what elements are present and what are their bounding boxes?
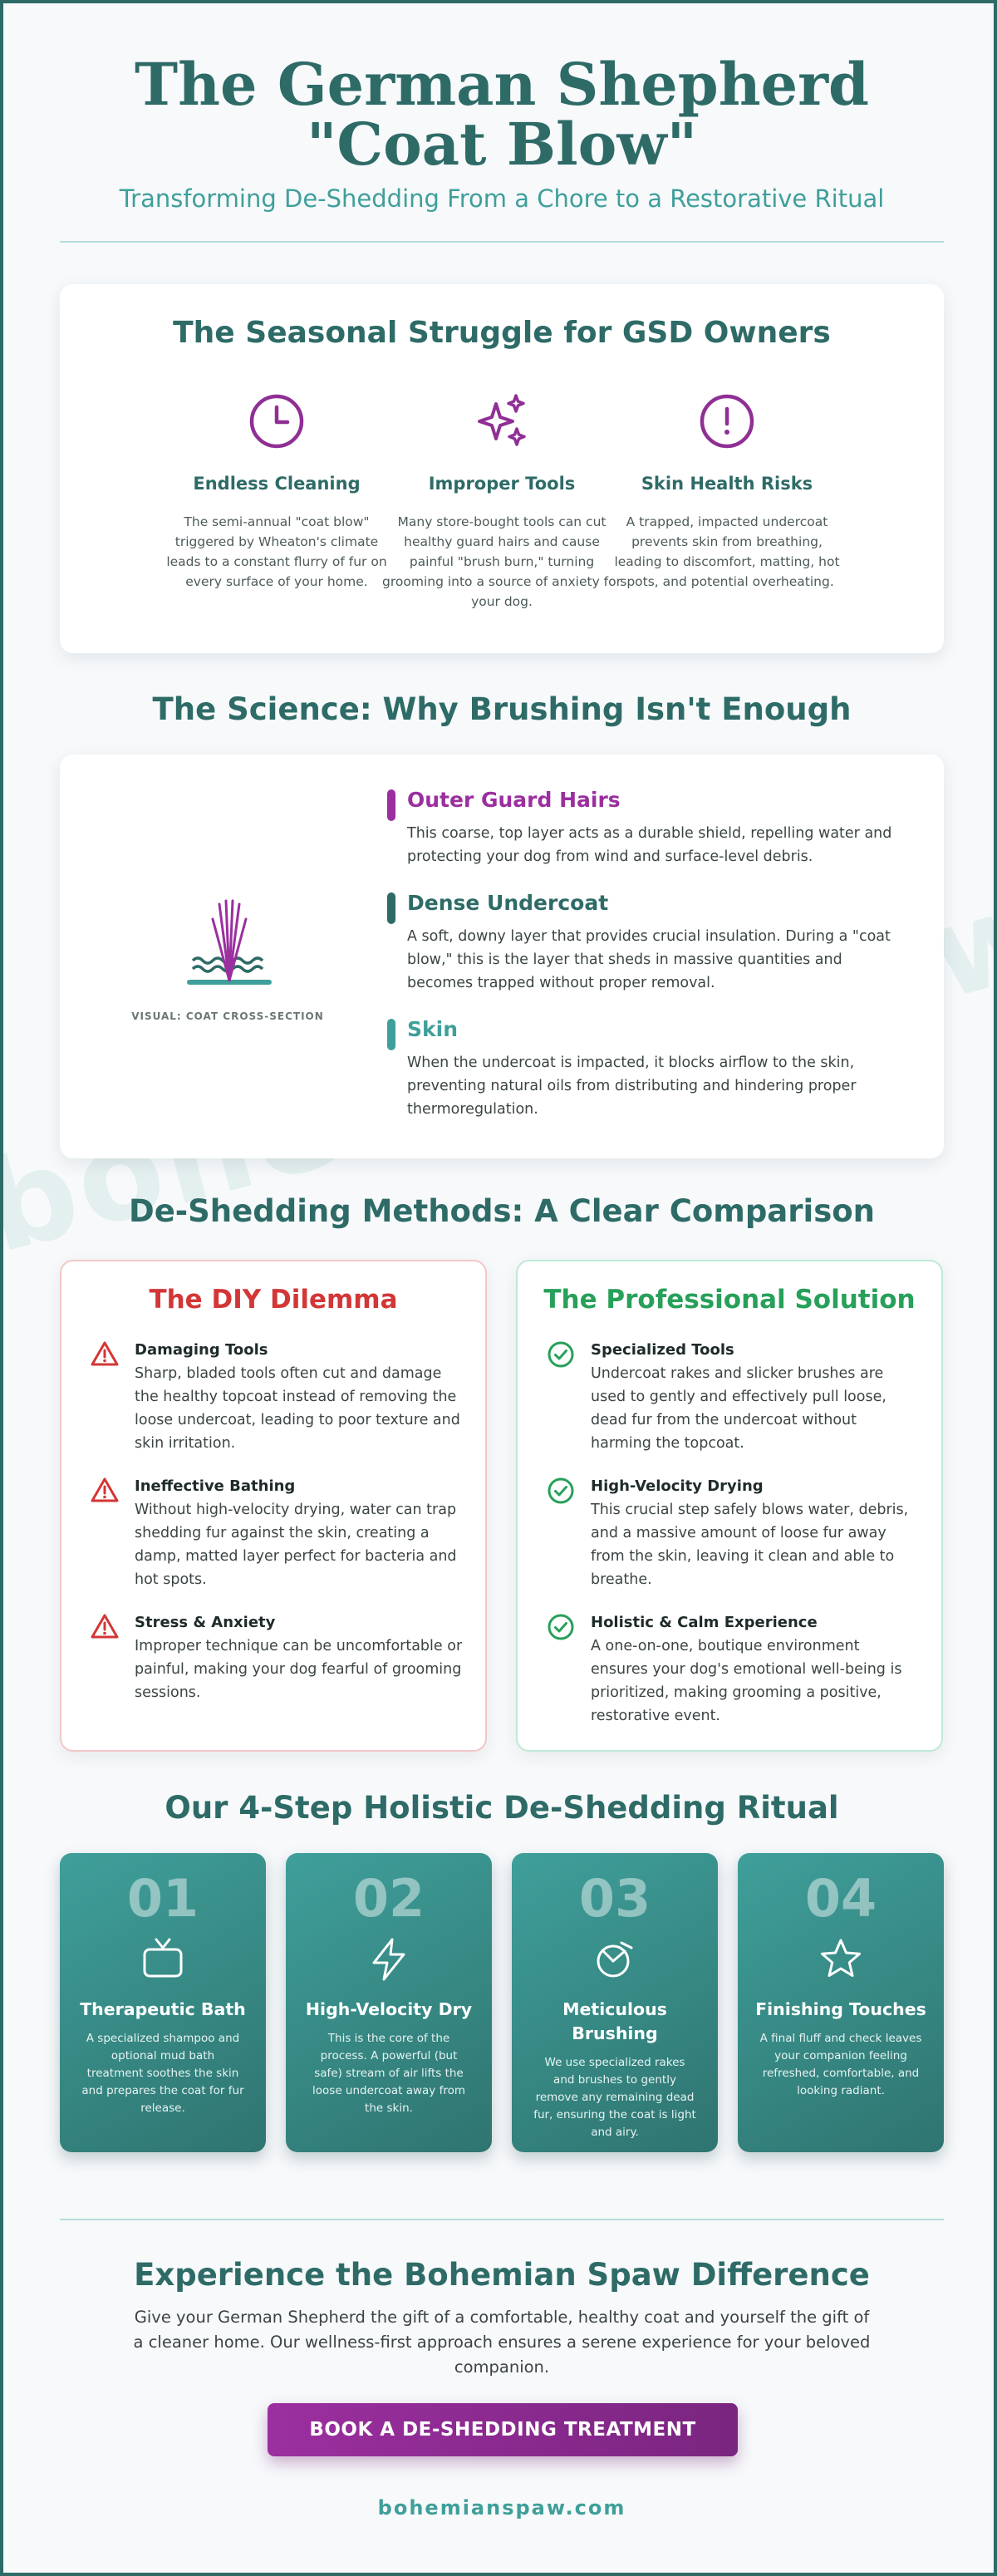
step-number: 03	[578, 1868, 651, 1929]
coat-cross-section-illustration	[179, 894, 279, 994]
diy-item: Stress & Anxiety Improper technique can …	[90, 1614, 464, 1704]
step-card-finishing: 04 Finishing Touches A final fluff and c…	[738, 1853, 944, 2152]
struggle-item-text: A trapped, impacted undercoat prevents s…	[614, 514, 840, 589]
step-text: A final fluff and check leaves your comp…	[759, 2032, 922, 2097]
alert-circle-icon	[698, 392, 756, 450]
cta-text: Give your German Shepherd the gift of a …	[133, 2308, 871, 2377]
pro-item-text: A one-on-one, boutique environment ensur…	[591, 1638, 902, 1724]
diy-card: The DIY Dilemma Damaging Tools Sharp, bl…	[60, 1260, 487, 1752]
diy-item-text: Sharp, bladed tools often cut and damage…	[135, 1365, 460, 1452]
layer-title: Skin	[407, 1017, 458, 1041]
science-heading: The Science: Why Brushing Isn't Enough	[152, 691, 852, 727]
cta-divider	[60, 2219, 944, 2220]
ritual-heading: Our 4-Step Holistic De-Shedding Ritual	[165, 1790, 839, 1826]
step-number: 02	[352, 1868, 425, 1929]
tv-icon	[140, 1936, 186, 1983]
step-number: 04	[804, 1868, 877, 1929]
page-subtitle: Transforming De-Shedding From a Chore to…	[119, 184, 885, 213]
layer-skin: Skin When the undercoat is impacted, it …	[387, 1017, 911, 1121]
diy-item-title: Ineffective Bathing	[135, 1477, 296, 1495]
check-circle-icon	[546, 1340, 576, 1369]
struggle-item-text: Many store-bought tools can cut healthy …	[382, 514, 621, 609]
struggle-card: The Seasonal Struggle for GSD Owners End…	[60, 284, 944, 653]
diy-item: Damaging Tools Sharp, bladed tools often…	[90, 1341, 464, 1455]
diy-item-title: Stress & Anxiety	[135, 1614, 276, 1631]
layer-text: This coarse, top layer acts as a durable…	[407, 825, 892, 865]
struggle-item-skin: Skin Health Risks A trapped, impacted un…	[607, 392, 847, 592]
layer-text: A soft, downy layer that provides crucia…	[407, 928, 891, 991]
step-text: A specialized shampoo and optional mud b…	[81, 2032, 244, 2115]
pro-item-text: This crucial step safely blows water, de…	[591, 1502, 909, 1588]
pro-item: Specialized Tools Undercoat rakes and sl…	[546, 1341, 920, 1455]
step-title: High-Velocity Dry	[305, 1999, 473, 2019]
step-title: Meticulous Brushing	[562, 1999, 667, 2043]
book-treatment-button[interactable]: BOOK A DE-SHEDDING TREATMENT	[268, 2403, 738, 2456]
layer-accent-bar	[387, 789, 395, 821]
step-card-bath: 01 Therapeutic Bath A specialized shampo…	[60, 1853, 266, 2152]
step-number: 01	[126, 1868, 199, 1929]
layer-accent-bar	[387, 1019, 395, 1050]
struggle-item-text: The semi-annual "coat blow" triggered by…	[166, 514, 387, 589]
struggle-item-tools: Improper Tools Many store-bought tools c…	[381, 392, 622, 612]
layer-dense-undercoat: Dense Undercoat A soft, downy layer that…	[387, 891, 911, 995]
clock-icon	[248, 392, 306, 450]
pro-card: The Professional Solution Specialized To…	[516, 1260, 943, 1752]
step-text: We use specialized rakes and brushes to …	[533, 2056, 696, 2139]
diy-item-text: Without high-velocity drying, water can …	[135, 1502, 457, 1588]
pro-item-title: High-Velocity Drying	[591, 1477, 764, 1495]
visual-label: VISUAL: COAT CROSS-SECTION	[131, 1010, 324, 1022]
warning-icon	[90, 1340, 120, 1369]
layer-title: Outer Guard Hairs	[407, 788, 621, 812]
science-card: VISUAL: COAT CROSS-SECTION	[60, 755, 944, 1158]
struggle-item-title: Skin Health Risks	[641, 474, 813, 494]
website-link[interactable]: bohemianspaw.com	[377, 2496, 626, 2519]
diy-title: The DIY Dilemma	[149, 1285, 398, 1315]
struggle-heading: The Seasonal Struggle for GSD Owners	[173, 316, 831, 350]
layer-accent-bar	[387, 892, 395, 924]
check-circle-icon	[546, 1476, 576, 1506]
layer-title: Dense Undercoat	[407, 891, 609, 915]
struggle-item-title: Improper Tools	[428, 474, 576, 494]
diy-item-text: Improper technique can be uncomfortable …	[135, 1638, 463, 1701]
layer-outer-guard-hairs: Outer Guard Hairs This coarse, top layer…	[387, 788, 911, 868]
star-icon	[818, 1936, 864, 1983]
pro-title: The Professional Solution	[543, 1285, 916, 1315]
step-card-brushing: 03 Meticulous Brushing We use specialize…	[512, 1853, 718, 2152]
pro-item: Holistic & Calm Experience A one-on-one,…	[546, 1614, 920, 1728]
pro-item: High-Velocity Drying This crucial step s…	[546, 1477, 920, 1591]
lightning-icon	[366, 1936, 412, 1983]
step-text: This is the core of the process. A power…	[312, 2032, 465, 2115]
sparkles-icon	[473, 392, 531, 450]
step-title: Finishing Touches	[755, 1999, 926, 2019]
warning-icon	[90, 1476, 120, 1506]
pro-item-text: Undercoat rakes and slicker brushes are …	[591, 1365, 886, 1452]
warning-icon	[90, 1612, 120, 1642]
diy-item-title: Damaging Tools	[135, 1341, 268, 1359]
page-title: The German Shepherd "Coat Blow"	[135, 50, 869, 179]
comparison-heading: De-Shedding Methods: A Clear Comparison	[129, 1193, 875, 1229]
brush-icon	[592, 1936, 638, 1983]
pro-item-title: Specialized Tools	[591, 1341, 734, 1359]
cta-heading: Experience the Bohemian Spaw Difference	[134, 2257, 870, 2293]
step-title: Therapeutic Bath	[80, 1999, 246, 2019]
struggle-item-cleaning: Endless Cleaning The semi-annual "coat b…	[156, 392, 397, 592]
pro-item-title: Holistic & Calm Experience	[591, 1614, 818, 1631]
struggle-item-title: Endless Cleaning	[193, 474, 361, 494]
step-card-dry: 02 High-Velocity Dry This is the core of…	[286, 1853, 492, 2152]
layer-text: When the undercoat is impacted, it block…	[407, 1054, 857, 1118]
diy-item: Ineffective Bathing Without high-velocit…	[90, 1477, 464, 1591]
check-circle-icon	[546, 1612, 576, 1642]
header-divider	[60, 241, 944, 243]
